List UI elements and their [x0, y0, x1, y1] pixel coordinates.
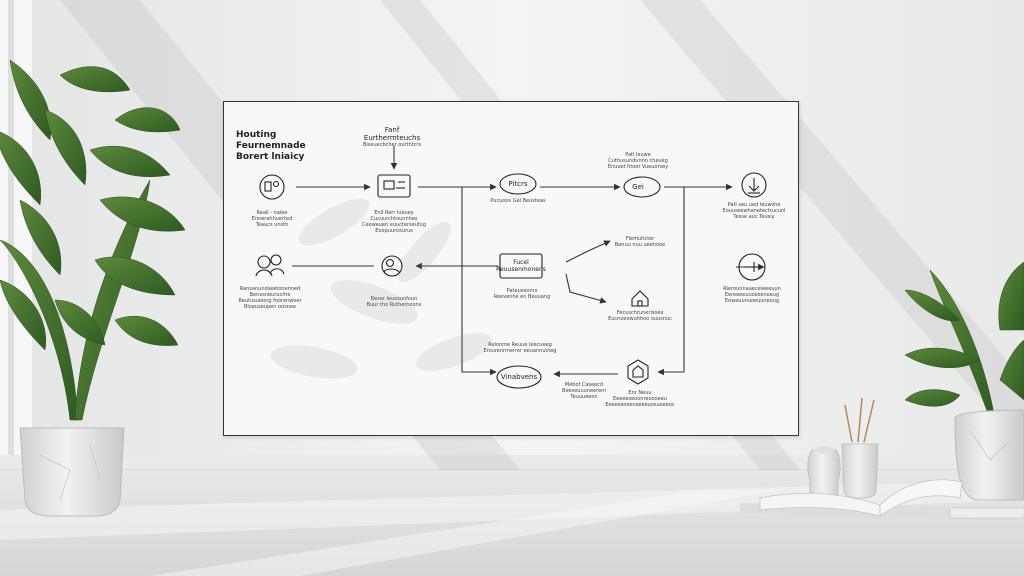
n6-label: Ransanundseetonenned Benvsneurucrhe Reut…: [238, 286, 302, 310]
n7-label: Pateuseonrs Reevenhe en Beuuang: [493, 288, 551, 300]
node-gei-text: Gei: [632, 183, 644, 191]
arrow-n7-branch-top: [565, 240, 611, 263]
n9-label: Fecuschrunerisoes Eucnoeowuhhoo ouusnuc: [608, 310, 672, 322]
arrow-n7-n9: [565, 273, 607, 304]
diagram-connectors: [255, 146, 767, 389]
profile-circle-icon: [381, 255, 403, 277]
open-book: [740, 479, 1024, 520]
bottom-mid-label: Relonme Reuue leecueeg Erourenrmerrer ee…: [483, 342, 557, 354]
process-diagram: Houting Feurnemnade Borert lniaicy Pitcr…: [223, 101, 799, 436]
right-plant: [904, 261, 1024, 501]
n1-label: Reall - nalee Ennerahhuerted Teaucs unst…: [251, 210, 293, 228]
top-center-sub: Biseuecbcher ourthtcrs: [362, 142, 422, 148]
diagram-title: Houting Feurnemnade Borert lniaicy: [236, 130, 306, 162]
node-fucel-shape: [499, 253, 543, 279]
n3-label: Pucuoos Gal Beusteas: [490, 198, 546, 204]
node-gei-shape: [623, 176, 661, 198]
timer-circle-icon: [738, 253, 766, 281]
node-pitcrs-shape: [499, 173, 537, 195]
n5-label: Patl seu ued leuwshe Eouuseswhanetectruc…: [722, 202, 786, 220]
n8-label: Besor leuosunfoun Buur tho Ruthernoons: [366, 296, 422, 308]
node-vinabvens-shape: [496, 365, 542, 389]
hexagon-icon: [627, 359, 649, 385]
node-pitcrs-text: Pitcrs: [508, 180, 528, 188]
node-vinabvens-text: Vinabvens: [500, 373, 538, 381]
n2-label: Enil Rerr lueuey Cucuurchtounnhes Ceoweu…: [361, 210, 427, 234]
people-group-icon: [255, 254, 285, 277]
n10-label: Rierounnaaeceieeeuun Eereeeeuuoesenoeug …: [723, 286, 781, 304]
vases: [807, 397, 879, 499]
network-people-icon: [259, 174, 285, 200]
bottom-join-label: Mebof Caseecd Beeseuuuneerem Teuuueeon: [562, 382, 606, 400]
node-fucel-text: Fucel Reuusenmonens: [496, 259, 546, 273]
baseboard: [0, 455, 1024, 471]
top-center-head: Fanf Eurthermteuchs: [363, 126, 421, 142]
branch-top-label: Flerhuhcter Benuu nuu ueehooe: [614, 236, 666, 248]
left-plant: [0, 59, 186, 517]
connector-left-branch: [461, 187, 497, 376]
n12-label: Enr Neuu Eeeeeseoonreoooeeu Eeeeseoeecee…: [605, 390, 675, 408]
document-node-icon: [377, 174, 411, 198]
top-right-head: Patl leuwe Cuthusundunnn cheukg Enuuet h…: [607, 152, 669, 170]
download-circle-icon: [741, 172, 767, 198]
house-icon: [631, 290, 649, 307]
